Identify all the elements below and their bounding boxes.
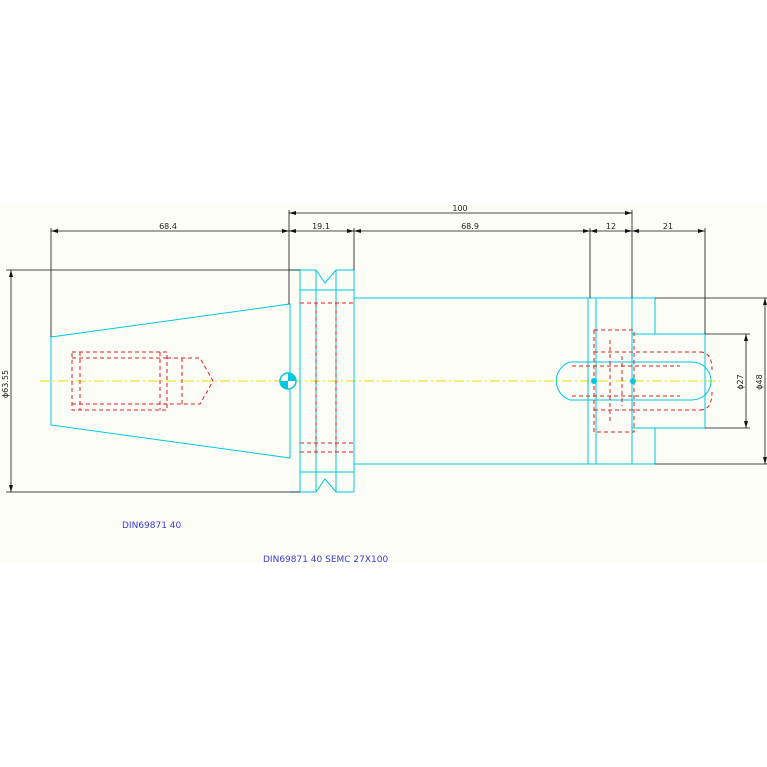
dim-taper-length: 68.4	[159, 222, 177, 231]
dim-flange-width: 19.1	[312, 222, 330, 231]
dim-bore-diameter: ϕ27	[736, 374, 745, 389]
taper-outline	[50, 303, 291, 459]
drawing-sheet	[0, 204, 767, 562]
part-name-label: DIN69871 40 SEMC 27X100	[263, 555, 389, 565]
dim-shank-length: 68.9	[461, 222, 479, 231]
flange-hidden-lines	[300, 302, 354, 453]
dim-collar-width: 12	[606, 222, 616, 231]
reference-point-collar	[591, 378, 597, 384]
nose-outline	[555, 297, 712, 465]
reference-point-nose	[630, 378, 636, 384]
dim-taper-diameter: ϕ63.55	[1, 370, 10, 398]
dimension-arrowheads	[9, 211, 767, 492]
dim-outer-diameter: ϕ48	[755, 374, 764, 389]
standard-label: DIN69871 40	[122, 521, 182, 531]
shank-outline	[353, 297, 588, 465]
taper-hidden-lines	[71, 351, 214, 411]
dimension-lines	[6, 210, 767, 493]
reference-point-gauge	[279, 372, 297, 390]
dim-projection: 21	[663, 222, 673, 231]
dim-overall-length: 100	[452, 204, 467, 213]
